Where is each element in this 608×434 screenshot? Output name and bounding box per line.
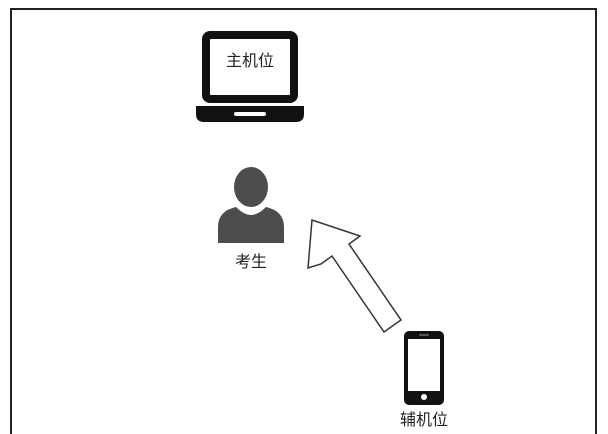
examinee-node [216, 167, 286, 243]
phone-icon [404, 331, 444, 405]
examinee-label: 考生 [234, 252, 267, 271]
main-camera-node: 主机位 [196, 30, 304, 124]
frame-top-border [10, 8, 597, 10]
laptop-icon [196, 31, 304, 122]
aux-camera-node [402, 330, 446, 406]
frame-left-border [10, 8, 12, 434]
view-direction-arrow [300, 212, 406, 336]
arrow-icon [307, 218, 403, 334]
person-icon [218, 167, 284, 243]
main-camera-label: 主机位 [225, 51, 274, 70]
aux-camera-label: 辅机位 [399, 410, 448, 429]
frame-right-border [595, 8, 597, 434]
